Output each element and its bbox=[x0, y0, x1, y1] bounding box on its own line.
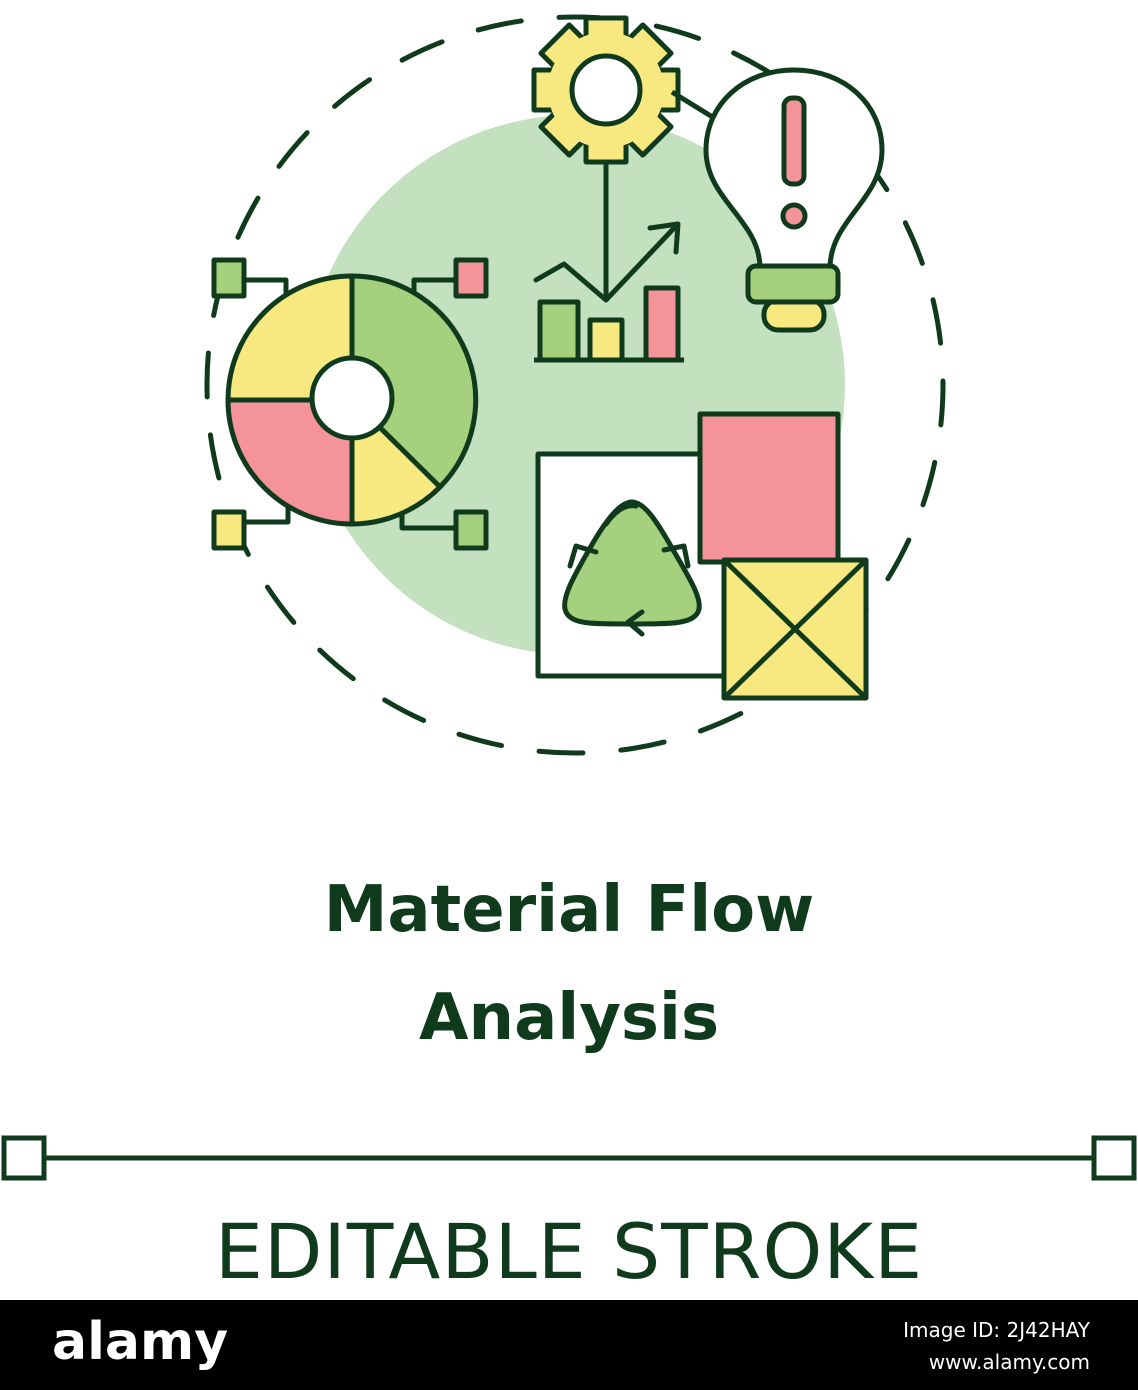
pie-chart-icon bbox=[211, 257, 489, 551]
recycle-icon bbox=[562, 499, 702, 637]
node-square-bottom-left bbox=[211, 509, 247, 551]
dashed-ring bbox=[204, 14, 946, 756]
bar-3 bbox=[643, 285, 681, 363]
node-square-bottom-right bbox=[453, 509, 489, 551]
bar-chart-icon bbox=[534, 285, 684, 363]
pie-hole bbox=[309, 355, 395, 441]
editable-stroke-label: EDITABLE STROKE bbox=[214, 1207, 924, 1296]
title-line-1: Material Flow bbox=[323, 873, 815, 947]
material-flow-illustration bbox=[1, 14, 1137, 1181]
node-square-top-right bbox=[453, 257, 489, 299]
bar-1 bbox=[537, 299, 581, 363]
watermark-url: www.alamy.com bbox=[928, 1350, 1090, 1374]
node-square-top-left bbox=[211, 257, 247, 299]
trend-arrow-icon bbox=[533, 221, 681, 303]
watermark-image-id: Image ID: 2J42HAY bbox=[903, 1318, 1090, 1342]
title-line-2: Analysis bbox=[418, 981, 720, 1055]
bar-2 bbox=[587, 317, 625, 363]
exclamation-icon bbox=[780, 95, 808, 230]
watermark-brand: alamy bbox=[52, 1312, 229, 1372]
box-icon bbox=[697, 411, 841, 565]
pie-slice-green bbox=[349, 273, 479, 490]
editable-stroke-line bbox=[1, 1135, 1137, 1181]
watermark-footer bbox=[0, 1300, 1138, 1390]
pie-slice-pink bbox=[225, 397, 355, 527]
crate-icon bbox=[721, 557, 869, 701]
gear-icon bbox=[531, 15, 742, 300]
